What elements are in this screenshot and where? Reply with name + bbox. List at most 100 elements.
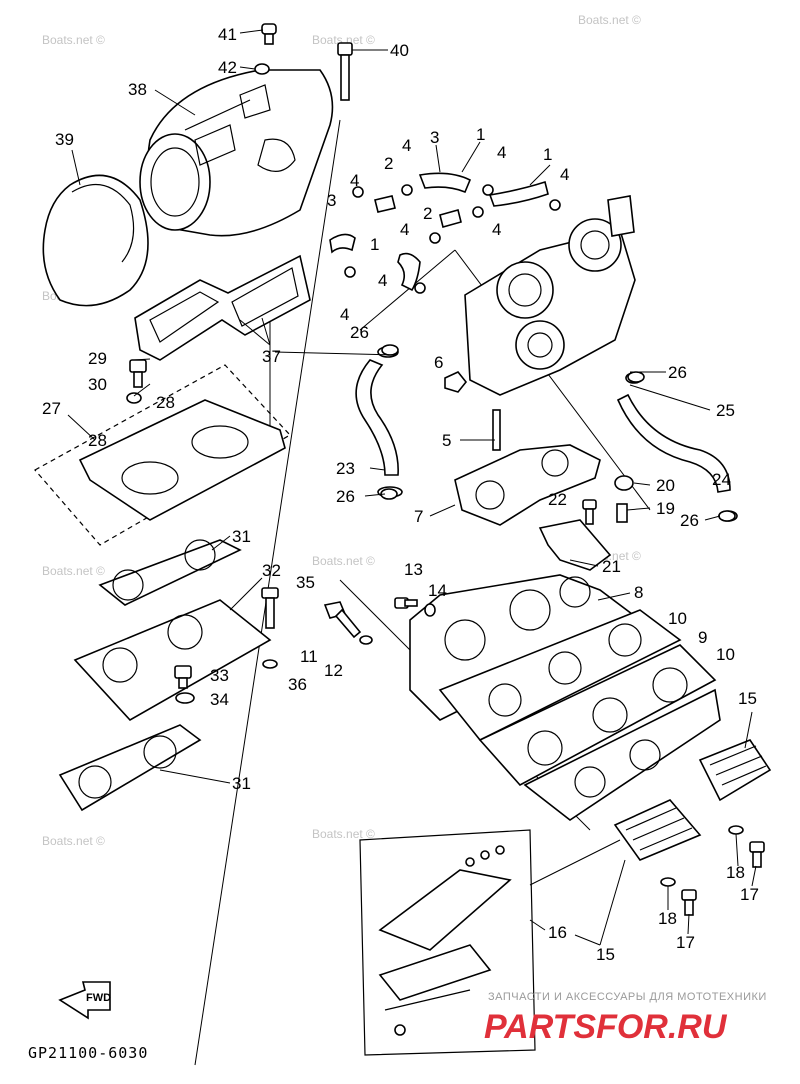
callout-26b: 26 <box>668 363 687 382</box>
callout-13: 13 <box>404 560 423 579</box>
callout-28a: 28 <box>156 393 175 412</box>
callout-38: 38 <box>128 80 147 99</box>
callout-4b: 4 <box>497 143 506 162</box>
callout-40: 40 <box>390 41 409 60</box>
breather-hose-23 <box>355 346 403 498</box>
clamp-26a <box>381 344 399 356</box>
callout-1b: 1 <box>543 145 552 164</box>
breather-hose-25 <box>616 372 738 522</box>
cap-20 <box>614 475 634 491</box>
callout-26d: 26 <box>680 511 699 530</box>
callout-28b: 28 <box>88 431 107 450</box>
gasket-31a <box>98 539 242 606</box>
callout-35: 35 <box>296 573 315 592</box>
callout-9: 9 <box>698 628 707 647</box>
banner-logo-left: PARTS <box>484 1008 596 1046</box>
callout-15b: 15 <box>596 945 615 964</box>
washer-30 <box>126 392 142 404</box>
callout-4d: 4 <box>560 165 569 184</box>
washer-36 <box>262 659 278 669</box>
callout-36: 36 <box>288 675 307 694</box>
inset-detail-box <box>359 829 621 1056</box>
callout-17b: 17 <box>676 933 695 952</box>
brand-banner: ЗАПЧАСТИ И АКСЕССУАРЫ ДЛЯ МОТОТЕХНИКИ PA… <box>484 991 767 1046</box>
washer-18a <box>728 825 744 835</box>
callout-1c: 1 <box>370 235 379 254</box>
callout-20: 20 <box>656 476 675 495</box>
callout-4f: 4 <box>492 220 501 239</box>
washer-34 <box>175 692 195 704</box>
callout-3a: 3 <box>430 128 439 147</box>
callout-26a: 26 <box>350 323 369 342</box>
callout-21: 21 <box>602 557 621 576</box>
bracket-21 <box>538 519 612 571</box>
callout-37: 37 <box>262 347 281 366</box>
bolt-29 <box>129 359 147 388</box>
bolt-35 <box>261 587 279 629</box>
callout-23: 23 <box>336 459 355 478</box>
bolt-22 <box>582 499 597 525</box>
banner-logo: PARTSFOR.RU <box>484 1008 728 1046</box>
callout-27: 27 <box>42 399 61 418</box>
washer-14 <box>424 603 436 617</box>
callout-25: 25 <box>716 401 735 420</box>
gasket-7-part <box>454 444 601 526</box>
callout-18b: 18 <box>658 909 677 928</box>
gasket-37-part <box>134 254 311 361</box>
callout-leaders-lower <box>529 711 757 946</box>
air-silencer-part <box>139 69 334 237</box>
callout-24: 24 <box>712 470 731 489</box>
carburetor-assembly <box>464 195 636 396</box>
banner-tagline: ЗАПЧАСТИ И АКСЕССУАРЫ ДЛЯ МОТОТЕХНИКИ <box>488 991 767 1003</box>
watermark-6: Boats.net © <box>312 554 375 568</box>
callout-4c: 4 <box>350 171 359 190</box>
cap-41 <box>261 23 277 45</box>
watermark-5: Boats.net © <box>42 564 105 578</box>
stud-5 <box>492 409 501 451</box>
callout-14: 14 <box>428 581 447 600</box>
bolt-17b <box>681 889 697 916</box>
callout-3b: 3 <box>327 191 336 210</box>
callout-5: 5 <box>442 431 451 450</box>
bolt-13 <box>394 597 418 609</box>
fwd-arrow-icon: FWD <box>58 981 111 1020</box>
gasket-10a <box>438 609 682 742</box>
callout-4a: 4 <box>402 136 411 155</box>
callout-22: 22 <box>548 490 567 509</box>
callout-4e: 4 <box>400 220 409 239</box>
watermark-2: Boats.net © <box>312 33 375 47</box>
callout-numbers: 41 42 40 38 39 37 3 1 4 4 1 2 4 4 3 2 4 … <box>42 25 759 964</box>
callout-2b: 2 <box>423 204 432 223</box>
bolt-11 <box>323 601 362 639</box>
callout-10b: 10 <box>716 645 735 664</box>
callout-30: 30 <box>88 375 107 394</box>
diagram-code: GP21100-6030 <box>28 1044 148 1062</box>
nut-6 <box>444 371 468 393</box>
clamp-26d <box>718 510 736 522</box>
plug-42 <box>254 63 270 75</box>
callout-8: 8 <box>634 583 643 602</box>
watermark-3: Boats.net © <box>578 13 641 27</box>
callout-4h: 4 <box>340 305 349 324</box>
callout-15a: 15 <box>738 689 757 708</box>
callout-39: 39 <box>55 130 74 149</box>
reed-plate-9 <box>478 644 717 787</box>
callout-2a: 2 <box>384 154 393 173</box>
gasket-10b <box>523 688 721 821</box>
callout-leaders <box>67 29 721 784</box>
banner-logo-right: FOR.RU <box>596 1008 728 1046</box>
reed-valve-15b <box>613 799 702 861</box>
callout-41: 41 <box>218 25 237 44</box>
callout-4g: 4 <box>378 271 387 290</box>
callout-18a: 18 <box>726 863 745 882</box>
washer-12 <box>359 635 373 645</box>
callout-42: 42 <box>218 58 237 77</box>
callout-11: 11 <box>300 647 318 666</box>
clamp-26b <box>627 371 645 383</box>
callout-6: 6 <box>434 353 443 372</box>
gasket-32-plate <box>73 599 272 722</box>
fuel-hoses <box>329 172 561 294</box>
washer-18b <box>660 877 676 887</box>
watermark-1: Boats.net © <box>42 33 105 47</box>
